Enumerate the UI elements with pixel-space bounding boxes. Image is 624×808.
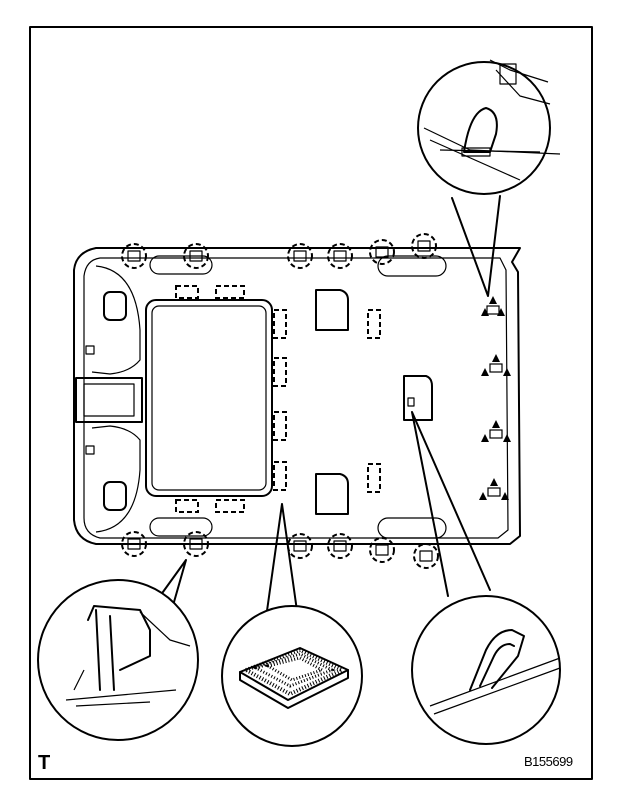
- vanity-pad-upper: [315, 289, 349, 331]
- fastener-pad: [367, 463, 381, 493]
- sunroof-opening: [145, 299, 273, 497]
- fastener-pad: [215, 499, 245, 513]
- clip-icon: [411, 233, 437, 259]
- fastener-pad-icon: [239, 647, 349, 709]
- fastener-pad: [273, 357, 287, 387]
- callout-bottom-left: [37, 559, 199, 741]
- clip-icon: [369, 537, 395, 563]
- vanity-pad-lower: [315, 473, 349, 515]
- clip-icon: [413, 543, 439, 569]
- view-code-label: T: [38, 752, 51, 774]
- clip-group: [121, 233, 439, 569]
- callout-bottom-right: [411, 411, 561, 745]
- clip-icon: [369, 239, 395, 265]
- clip-icon: [287, 533, 313, 559]
- headliner-outline: [73, 247, 521, 545]
- triangle-marker-icon: [481, 420, 511, 442]
- callout-top-right: [417, 59, 561, 297]
- clip-icon: [287, 243, 313, 269]
- fastener-pad: [273, 309, 287, 339]
- fastener-pad: [175, 499, 199, 513]
- fastener-pad: [273, 411, 287, 441]
- clip-icon: [327, 533, 353, 559]
- triangle-marker-icon: [481, 354, 511, 376]
- figure-frame: [29, 26, 593, 780]
- triangle-marker-group: [479, 296, 511, 500]
- rear-window-notch: [75, 377, 143, 423]
- triangle-marker-icon: [481, 296, 505, 316]
- figure-id-label: B155699: [524, 754, 573, 769]
- clip-icon: [121, 243, 147, 269]
- lamp-opening: [403, 375, 433, 421]
- clip-icon: [183, 243, 209, 269]
- triangle-marker-icon: [479, 478, 509, 500]
- fastener-pad: [367, 309, 381, 339]
- hook-retainer-icon: [469, 629, 525, 691]
- fastener-pad: [175, 285, 199, 299]
- callout-bottom-center: [221, 503, 363, 747]
- clip-icon: [327, 243, 353, 269]
- fastener-pad-group: [175, 285, 381, 513]
- clip-icon: [121, 531, 147, 557]
- clip-icon: [183, 531, 209, 557]
- fastener-pad: [215, 285, 245, 299]
- fastener-pad: [273, 461, 287, 491]
